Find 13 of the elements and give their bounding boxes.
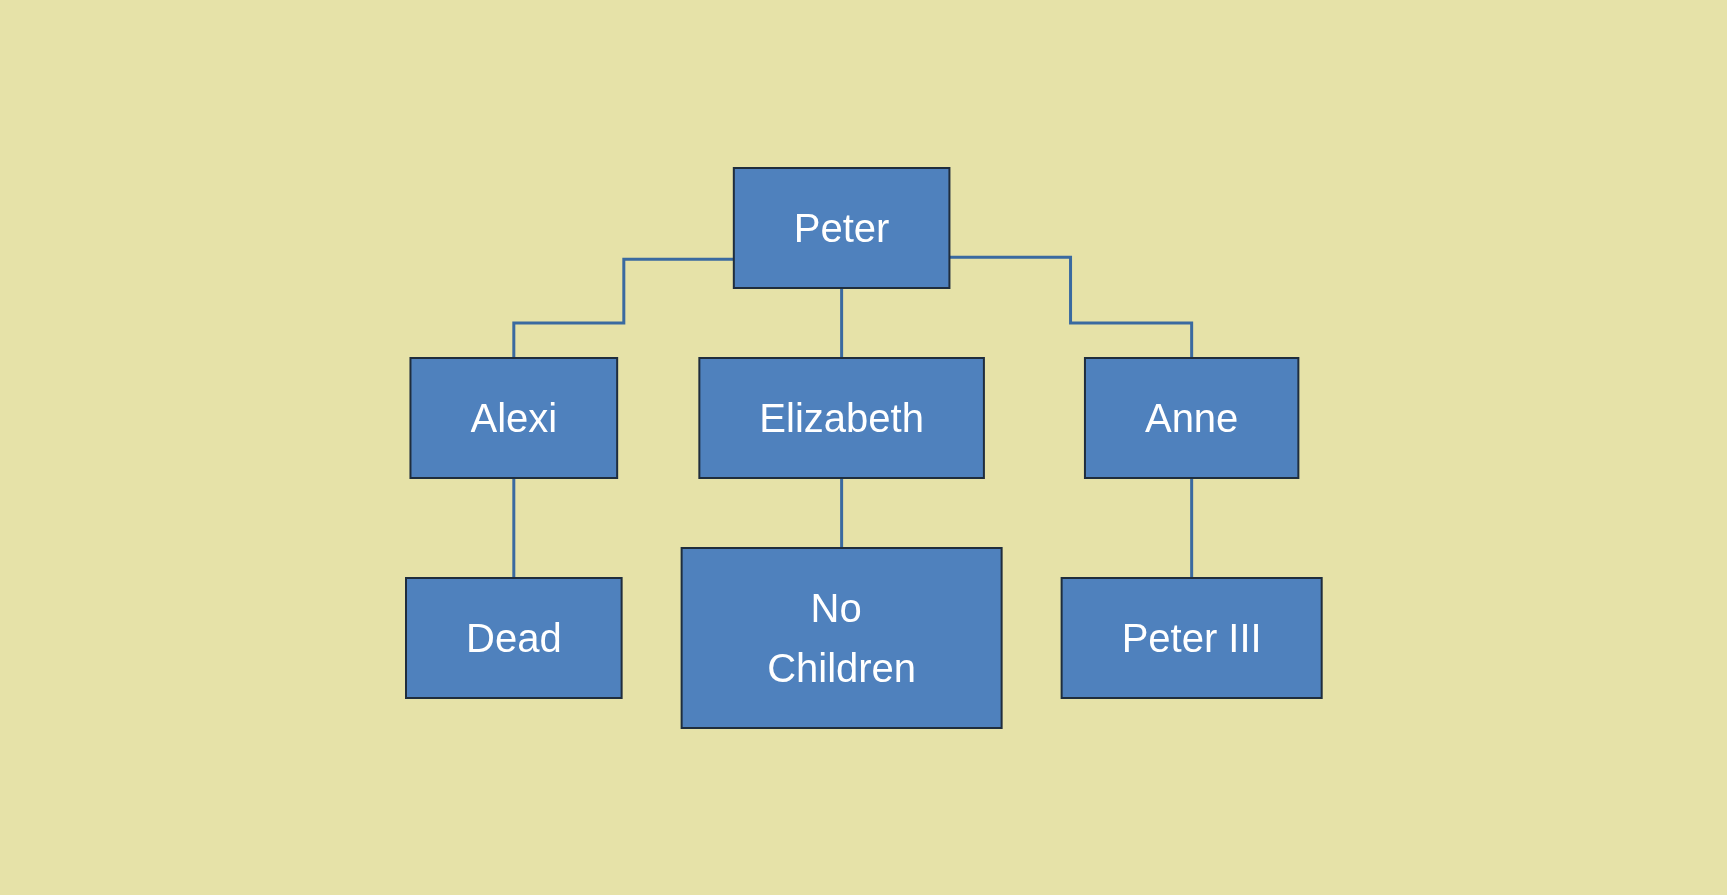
- connector: [839, 286, 843, 359]
- node-box: Peter III: [1060, 576, 1323, 699]
- node-box: Anne: [1083, 356, 1299, 479]
- connector: [1189, 476, 1193, 579]
- connector: [949, 255, 1193, 359]
- node-box: No Children: [680, 546, 1003, 729]
- connector: [511, 476, 515, 579]
- node-box: Dead: [404, 576, 623, 699]
- node-box: Alexi: [409, 356, 618, 479]
- node-box: Peter: [732, 166, 951, 289]
- connector: [839, 476, 843, 549]
- connector: [511, 257, 734, 359]
- node-box: Elizabeth: [698, 356, 985, 479]
